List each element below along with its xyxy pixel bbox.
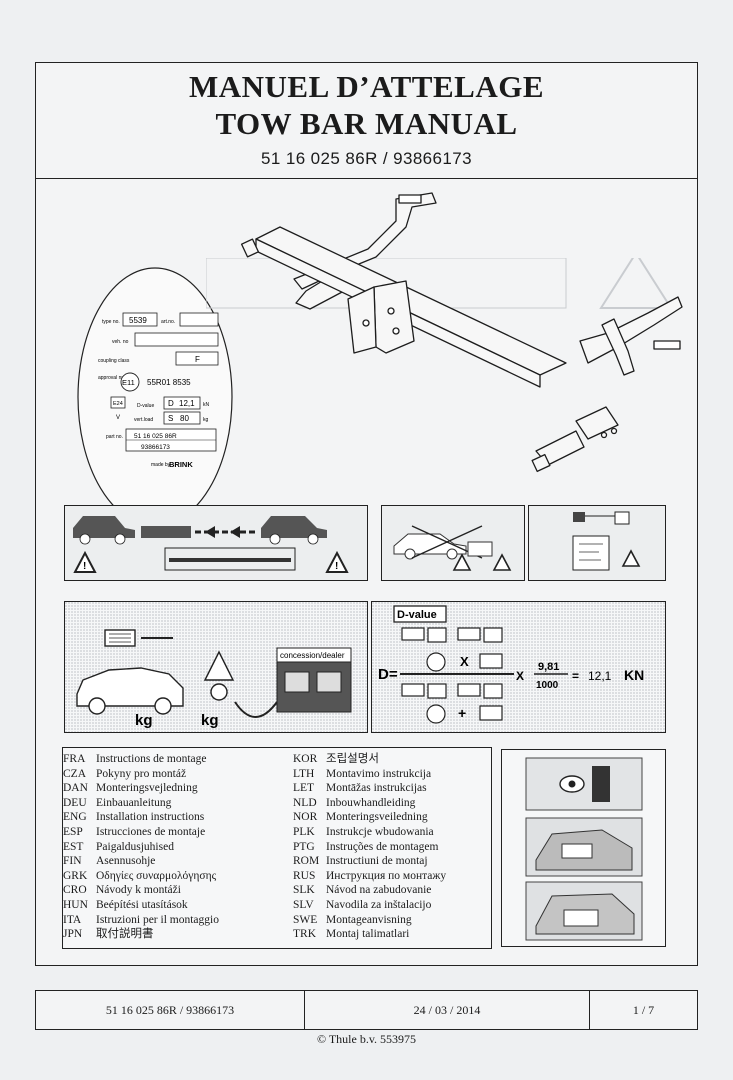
value-type-no: 5539	[129, 316, 147, 325]
prefix-d: D	[168, 399, 174, 408]
svg-text:!: !	[335, 561, 338, 572]
panel-d-value-formula: D-value D= X + X 9,81 1000 = 12,1 KN	[371, 601, 666, 733]
unit-kg: kg	[203, 417, 209, 423]
svg-text:!: !	[83, 561, 86, 572]
footer-date: 24 / 03 / 2014	[305, 991, 590, 1029]
part-line-1: 51 16 025 86R	[134, 433, 177, 440]
equals-sign: =	[572, 669, 579, 683]
panel-parking-warning	[381, 505, 525, 581]
value-approval-number: 55R01 8535	[147, 378, 191, 387]
weight-illustration: concession/dealer kg kg	[65, 602, 367, 732]
value-coupling-class: F	[195, 355, 200, 364]
footer-page-number: 1 / 7	[632, 1003, 655, 1017]
panel-weight-dealer: concession/dealer kg kg	[64, 601, 368, 733]
footer-part-numbers: 51 16 025 86R / 93866173	[36, 991, 305, 1029]
type-plate-illustration: type no. 5539 art.no. veh. no coupling c…	[77, 267, 233, 527]
title-part-numbers: 51 16 025 86R / 93866173	[261, 149, 472, 168]
kg-hitch-label: kg	[201, 712, 219, 729]
prefix-s: S	[168, 414, 173, 423]
copyright-notice: © Thule b.v. 553975	[316, 1032, 417, 1046]
approval-mark: E11	[122, 378, 135, 387]
towing-illustration: ! !	[65, 506, 367, 580]
panel-towing-warning: ! !	[64, 505, 368, 581]
dealer-label: concession/dealer	[280, 651, 345, 660]
multiply-sign: X	[460, 654, 469, 669]
label-veh-no: veh. no	[112, 339, 129, 345]
label-d-value: D-value	[137, 403, 154, 409]
d-equals: D=	[378, 666, 398, 683]
label-type-no: type no.	[102, 319, 120, 325]
label-art-no: art.no.	[161, 319, 175, 325]
result-value: 12,1	[588, 669, 612, 683]
label-made-by: made by	[151, 462, 171, 468]
manual-sheet: MANUEL D’ATTELAGE TOW BAR MANUAL 51 16 0…	[35, 62, 698, 966]
d-value-title: D-value	[397, 609, 437, 621]
tow-bar-drawing	[240, 192, 683, 473]
mark-e24: E24	[113, 401, 123, 407]
numerator: 9,81	[538, 661, 559, 673]
part-line-2: 93866173	[141, 444, 170, 451]
brand-brink: BRINK	[169, 460, 193, 469]
formula-multiply-2: X	[516, 669, 524, 683]
denominator: 1000	[536, 680, 559, 691]
formula-illustration: D-value D= X + X 9,81 1000 = 12,1 KN	[372, 602, 665, 732]
label-v: V	[116, 415, 120, 421]
label-vert-load: vert.load	[134, 417, 153, 423]
kg-car-label: kg	[135, 712, 153, 729]
result-unit: KN	[624, 667, 644, 683]
svg-text:+: +	[458, 705, 466, 721]
label-part-no: part no.	[106, 434, 123, 440]
title-english: TOW BAR MANUAL	[215, 106, 518, 141]
value-vert-load: 80	[180, 414, 189, 423]
title-block: MANUEL D’ATTELAGE TOW BAR MANUAL 51 16 0…	[36, 63, 697, 179]
title-french: MANUEL D’ATTELAGE	[189, 69, 544, 104]
read-instructions-illustration	[525, 757, 643, 941]
label-coupling-class: coupling class	[98, 358, 130, 364]
electrical-illustration	[529, 506, 665, 580]
label-approval-number: approval number	[98, 375, 136, 381]
footer-bar: 51 16 025 86R / 93866173 24 / 03 / 2014 …	[35, 990, 698, 1030]
value-d-value: 12,1	[179, 399, 195, 408]
panel-read-instructions	[501, 749, 666, 947]
unit-kn: kN	[203, 402, 210, 408]
parking-illustration	[382, 506, 524, 580]
panel-electrical-warning	[528, 505, 666, 581]
